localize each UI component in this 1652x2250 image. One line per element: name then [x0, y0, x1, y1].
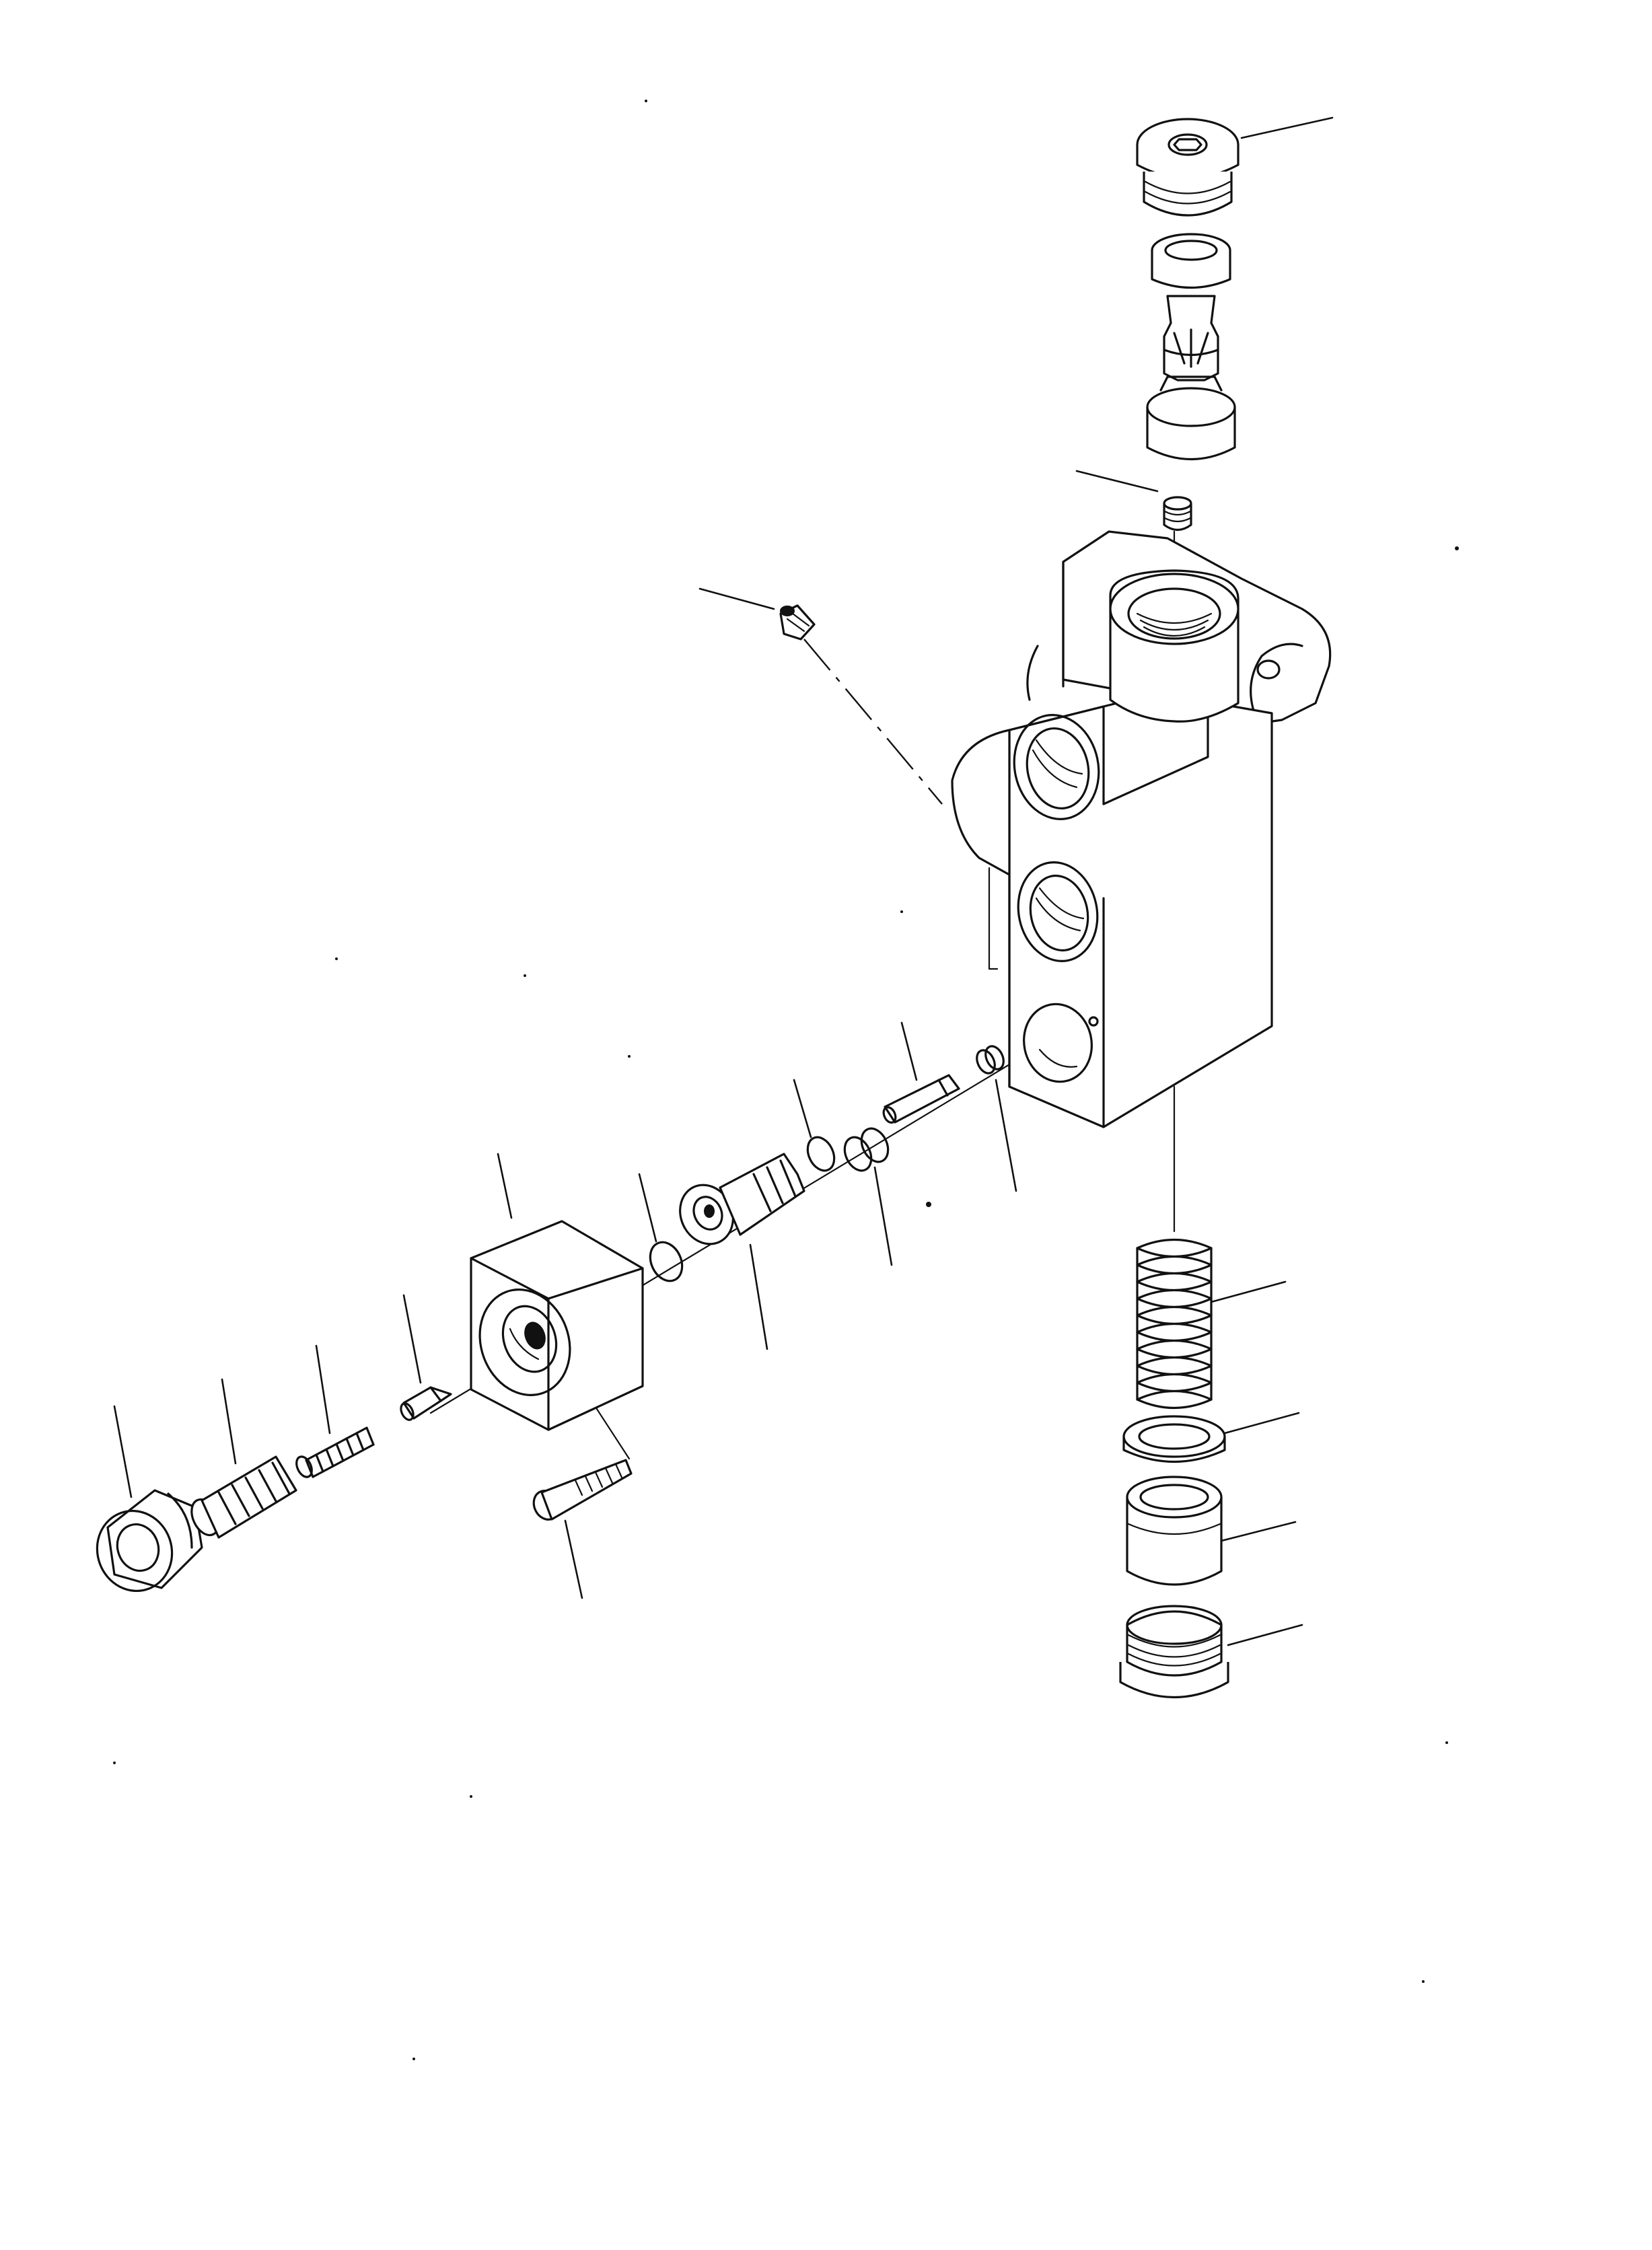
pilot-poppet	[400, 1386, 452, 1421]
leader-bottom-ring	[1223, 1412, 1300, 1435]
leader-adjuster-cap	[113, 1405, 133, 1498]
relief-spool	[679, 1153, 805, 1245]
leader-o-ring-pair	[873, 1166, 893, 1266]
top-cage	[1151, 233, 1231, 289]
leader-top-small-plug	[1075, 470, 1159, 493]
adjuster-cap	[96, 1489, 203, 1593]
leader-side-small-plug	[698, 587, 775, 610]
o-ring-medium	[806, 1136, 836, 1172]
pilot-spring	[295, 1426, 375, 1478]
leader-bottom-spring	[1210, 1280, 1287, 1303]
bottom-spring	[1136, 1239, 1213, 1409]
relief-housing-block	[470, 1220, 644, 1431]
bottom-ring	[1122, 1415, 1226, 1463]
leader-pilot-pin	[900, 1021, 918, 1081]
top-sleeve	[1146, 375, 1236, 461]
leader-top-plug	[1240, 116, 1334, 139]
o-ring-large	[649, 1241, 684, 1282]
side-small-plug	[779, 604, 816, 641]
pilot-seal	[976, 1045, 1005, 1075]
leader-pilot-seal	[995, 1079, 1017, 1192]
top-small-plug	[1163, 496, 1192, 532]
adjuster-spring-guide	[190, 1455, 297, 1539]
leader-spring-guide	[221, 1378, 237, 1465]
leader-lines	[113, 116, 1334, 1646]
leader-relief-block	[497, 1153, 513, 1219]
valve-body	[951, 530, 1332, 1128]
leader-pilot-spring	[315, 1344, 331, 1435]
leader-o-ring-large	[638, 1173, 657, 1243]
o-ring-pair	[843, 1127, 890, 1172]
bottom-plug	[1119, 1605, 1229, 1699]
bottom-sleeve	[1126, 1476, 1223, 1586]
leader-bottom-plug	[1227, 1624, 1303, 1646]
top-plug	[1136, 118, 1240, 217]
axis-side-plug	[803, 639, 943, 805]
leader-bottom-sleeve	[1220, 1521, 1297, 1542]
retaining-screw	[532, 1459, 633, 1521]
pilot-pin	[882, 1074, 960, 1124]
top-poppet	[1163, 295, 1219, 382]
leader-o-ring-medium	[793, 1079, 812, 1138]
leader-retaining-screw	[564, 1519, 583, 1599]
leader-pilot-poppet	[402, 1294, 422, 1384]
scan-specks	[113, 100, 1459, 2060]
leader-relief-spool	[749, 1243, 768, 1350]
